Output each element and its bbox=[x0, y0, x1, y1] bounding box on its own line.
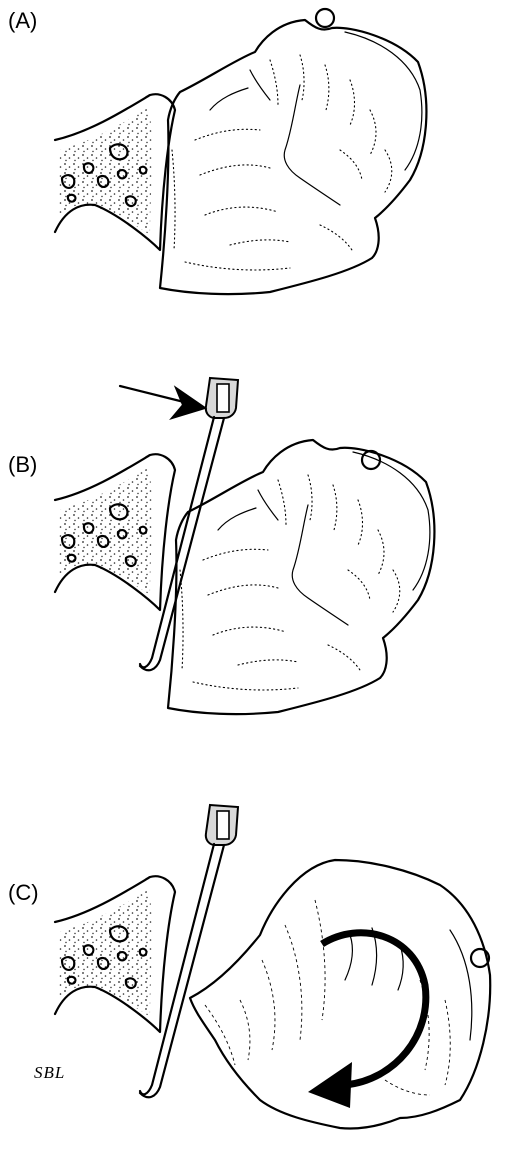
panel-a-drawing bbox=[55, 9, 426, 294]
panel-b-drawing bbox=[55, 378, 434, 714]
bone-shaft-c bbox=[55, 876, 175, 1032]
bone-shaft-a bbox=[55, 94, 175, 250]
bone-shaft-b bbox=[55, 454, 175, 610]
push-arrow-icon bbox=[120, 386, 205, 418]
small-fragment-a bbox=[316, 9, 334, 27]
rotation-arrow-icon bbox=[308, 933, 426, 1108]
bone-fragment-a bbox=[160, 20, 426, 294]
panel-c-drawing bbox=[55, 805, 490, 1129]
